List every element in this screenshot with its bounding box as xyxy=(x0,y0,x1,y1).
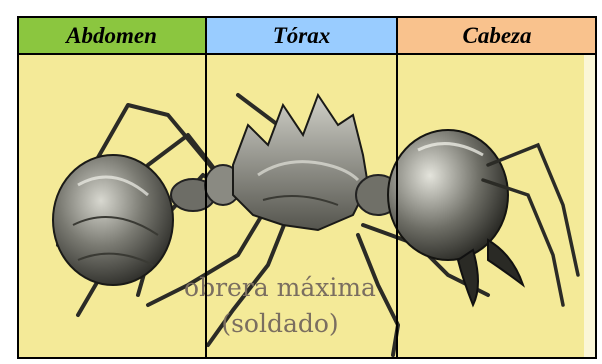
ant-abdomen xyxy=(52,154,174,286)
header-abdomen: Abdomen xyxy=(18,17,205,54)
column-divider-1 xyxy=(205,17,207,358)
ant-illustration xyxy=(18,55,596,358)
column-divider-2 xyxy=(396,17,398,358)
caption-line-2: (soldado) xyxy=(221,309,339,338)
header-torax: Tórax xyxy=(207,17,396,54)
ant-head xyxy=(387,129,509,261)
ant-photo xyxy=(18,55,596,358)
header-divider xyxy=(17,53,597,55)
caption-line-1: obrera máxima xyxy=(184,273,376,302)
ant-antennae xyxy=(481,142,580,307)
header-cabeza: Cabeza xyxy=(398,17,596,54)
